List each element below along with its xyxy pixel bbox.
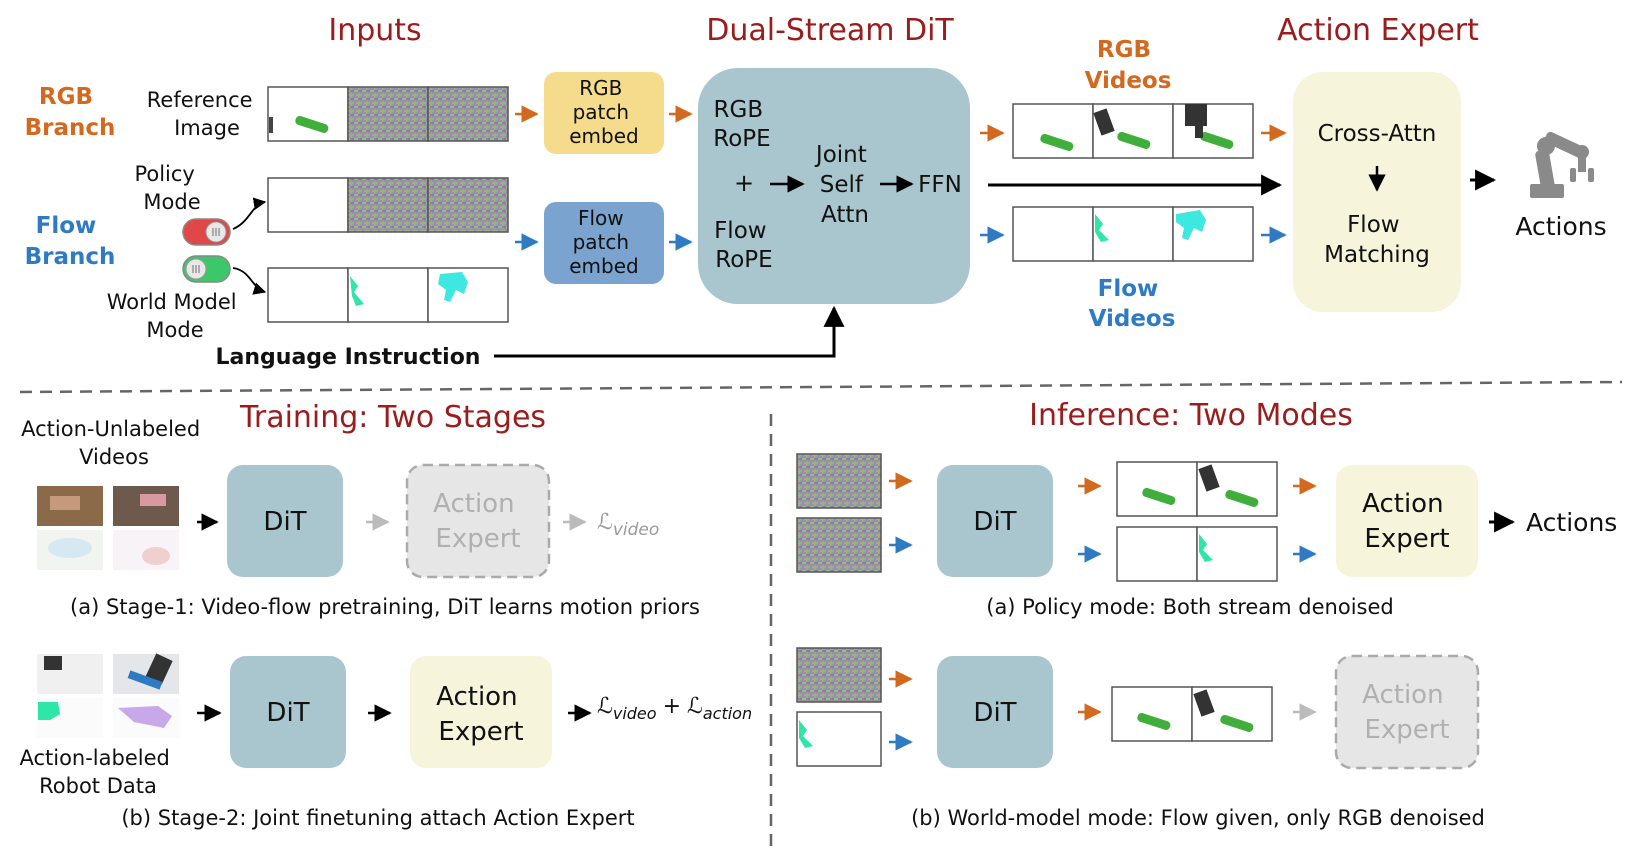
reference-image-label: Reference Image: [147, 88, 259, 140]
stage1-caption: (a) Stage-1: Video-flow pretraining, DiT…: [70, 595, 700, 619]
world-rgb-output-strip: [1111, 686, 1273, 742]
action-expert-title: Action Expert: [1277, 13, 1479, 48]
world-model-flow-strip: [267, 267, 509, 323]
reference-frame-strip: [267, 86, 509, 142]
flow-videos-label: Flow Videos: [1089, 276, 1176, 332]
language-instruction-label: Language Instruction: [216, 345, 481, 370]
policy-expert-label: Action Expert: [1362, 489, 1452, 554]
policy-noise-flow: [796, 517, 882, 573]
training-title: Training: Two Stages: [239, 400, 546, 435]
stage2-dit-box: [230, 656, 346, 768]
unlabeled-video-thumbnails: [37, 486, 179, 570]
policy-toggle-connector: [232, 197, 267, 230]
world-noise-rgb: [796, 647, 882, 703]
policy-flow-output-strip: [1116, 526, 1278, 582]
cross-attn-label: Cross-Attn: [1318, 121, 1437, 147]
policy-expert-box: [1336, 465, 1478, 577]
flow-blob-icon: [350, 276, 364, 306]
world-dit-box: [937, 656, 1053, 768]
labeled-robot-data-label: Action-labeled Robot Data: [19, 746, 176, 798]
world-dit-label: DiT: [973, 698, 1016, 728]
policy-dit-box: [937, 465, 1053, 577]
robot-arm-icon: [1530, 131, 1594, 198]
stage1-dit-label: DiT: [263, 507, 306, 537]
world-expert-box-disabled: [1334, 654, 1480, 770]
labeled-robot-thumbnails: [37, 653, 179, 738]
flow-patch-embed-box: [544, 202, 664, 284]
world-toggle-connector: [232, 267, 267, 295]
unlabeled-videos-label: Action-Unlabeled Videos: [21, 417, 207, 469]
rgb-videos-label: RGB Videos: [1085, 37, 1172, 94]
flow-blob-icon: [438, 272, 468, 302]
stage1-expert-box-disabled: [405, 463, 551, 579]
rope-plus: +: [734, 169, 754, 197]
flow-video-strip: [1012, 206, 1254, 262]
flow-rope-label: Flow RoPE: [714, 218, 774, 273]
stage2-loss: ℒvideo+ℒaction: [597, 694, 752, 723]
inputs-title: Inputs: [328, 13, 421, 48]
stage2-dit-label: DiT: [266, 698, 309, 728]
policy-mode-label: Policy Mode: [134, 162, 201, 214]
action-expert-box: [1293, 72, 1461, 312]
stage1-loss-video: ℒvideo: [597, 510, 659, 540]
rgb-branch-label: RGB Branch: [25, 84, 116, 141]
policy-mode-toggle[interactable]: [182, 218, 231, 246]
inference-title: Inference: Two Modes: [1029, 398, 1353, 433]
ffn-label: FFN: [918, 172, 962, 198]
stage2-expert-box: [410, 656, 552, 768]
rgb-video-strip: [1012, 103, 1254, 159]
world-expert-label: Action Expert: [1362, 680, 1452, 745]
policy-noise-rgb: [796, 453, 882, 509]
dual-stream-dit-box: [698, 68, 970, 304]
world-model-mode-label: World Model Mode: [107, 290, 244, 342]
rgb-rope-label: RGB RoPE: [713, 97, 770, 152]
bottle-icon: [295, 115, 329, 133]
world-model-mode-toggle[interactable]: [182, 255, 231, 283]
language-to-dit-arrow: [494, 305, 845, 358]
horizontal-divider: [19, 380, 1623, 394]
dual-stream-dit-title: Dual-Stream DiT: [706, 13, 954, 48]
policy-actions-label: Actions: [1526, 508, 1617, 537]
joint-self-attn-label: Joint Self Attn: [814, 142, 874, 228]
top-actions-label: Actions: [1515, 212, 1606, 241]
world-flow-given: [796, 711, 882, 767]
policy-mode-caption: (a) Policy mode: Both stream denoised: [986, 595, 1394, 619]
rgb-patch-embed-label: RGB patch embed: [569, 76, 638, 148]
policy-flow-strip: [267, 177, 509, 233]
stage2-expert-label: Action Expert: [436, 682, 526, 747]
policy-dit-label: DiT: [973, 507, 1016, 537]
stage1-expert-label: Action Expert: [433, 489, 523, 554]
flow-matching-label: Flow Matching: [1324, 212, 1430, 268]
policy-rgb-output-strip: [1116, 461, 1278, 517]
stage1-dit-box: [227, 465, 343, 577]
stage2-caption: (b) Stage-2: Joint finetuning attach Act…: [121, 806, 634, 830]
flow-patch-embed-label: Flow patch embed: [569, 206, 638, 278]
rgb-patch-embed-box: [544, 72, 664, 154]
world-mode-caption: (b) World-model mode: Flow given, only R…: [911, 806, 1485, 830]
flow-branch-label: Flow Branch: [25, 213, 116, 270]
